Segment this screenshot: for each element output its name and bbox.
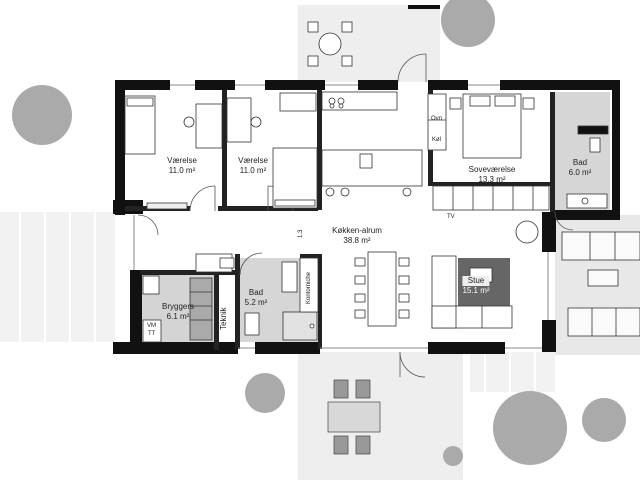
label-tt: TT (148, 331, 156, 337)
room-label-kokken: Køkken-alrum 38.8 m² (332, 226, 382, 246)
room-name: Værelse (238, 156, 268, 165)
bed-room2 (226, 97, 318, 209)
label-teknik: Teknik (219, 307, 228, 330)
bed-master (432, 93, 550, 211)
sofa (431, 255, 513, 329)
room-name: Stue (462, 276, 490, 286)
tree-1 (12, 85, 72, 145)
room-area: 6.0 m² (568, 168, 592, 177)
label-vm: VM (147, 323, 156, 329)
room-area: 15.1 m² (462, 286, 490, 295)
room-label-vaerelse2: Værelse 11.0 m² (238, 156, 268, 176)
room-name: Bryggers (161, 302, 195, 311)
room-name: Soveværelse (468, 165, 516, 174)
room-area: 6.1 m² (166, 312, 190, 321)
outdoor-lounge (561, 231, 640, 337)
appliance-column (427, 93, 447, 151)
room-name: Værelse (167, 156, 197, 165)
label-tv: TV (447, 214, 455, 220)
room-area: 11.0 m² (239, 166, 267, 175)
terrace-west (0, 212, 135, 342)
bad-bottom-fixtures (244, 257, 319, 341)
room-area: 13.3 m² (478, 175, 506, 184)
label-hall-width: 1.3 (298, 229, 304, 238)
room-label-sovevaerelse: Soveværelse 13.3 m² (469, 165, 516, 185)
room-name: Køkken-alrum (332, 226, 382, 235)
room-area: 5.2 m² (244, 298, 268, 307)
tree-2 (441, 0, 495, 47)
terrace-south-east (470, 352, 555, 392)
bed-room1 (124, 95, 223, 210)
room-area: 11.0 m² (168, 166, 196, 175)
label-kontorniche: Kontorniche (306, 271, 312, 304)
room-name: Bad (248, 288, 264, 297)
tree-6 (443, 446, 463, 466)
terrace-south (298, 352, 463, 480)
room-name: Bad (572, 158, 588, 167)
dining-table (354, 251, 410, 327)
tree-3 (245, 373, 285, 413)
room-area: 38.8 m² (343, 236, 371, 245)
tree-4 (493, 391, 567, 465)
bad-top-floor (555, 92, 610, 212)
room-label-bad-top: Bad 6.0 m² (569, 158, 592, 178)
room-label-vaerelse1: Værelse 11.0 m² (167, 156, 197, 176)
room-label-bryggers: Bryggers 6.1 m² (162, 302, 194, 322)
label-ovn: Ovn (431, 116, 443, 122)
label-kol: Køl (432, 137, 441, 143)
tree-5 (582, 398, 626, 442)
room-label-bad-bottom: Bad 5.2 m² (245, 288, 268, 308)
armchair (515, 220, 539, 244)
bad-top-fixtures (566, 125, 609, 209)
outdoor-table-round (307, 21, 353, 67)
outdoor-dining-set (327, 379, 381, 455)
kitchen-counter (279, 91, 423, 197)
room-label-stue: Stue 15.1 m² (462, 276, 490, 296)
